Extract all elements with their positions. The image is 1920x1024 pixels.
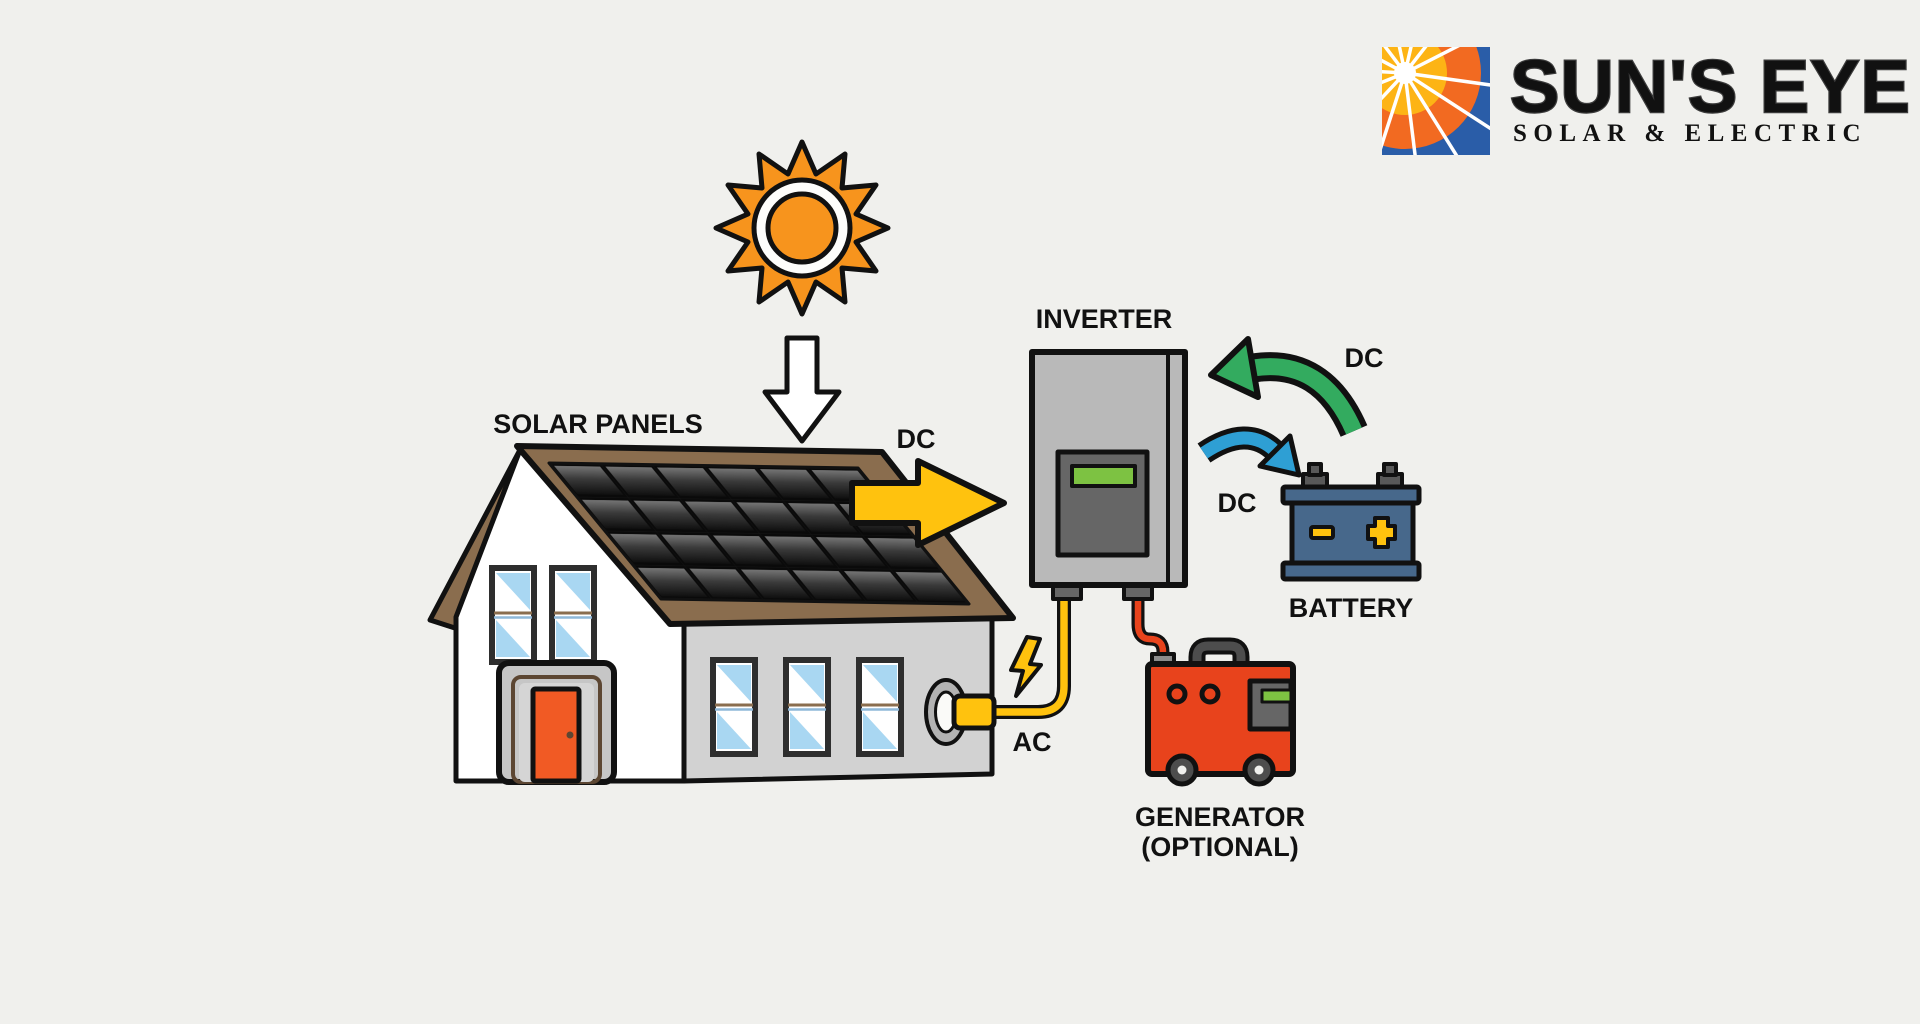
front-window-right [552, 568, 594, 662]
generator-vent-1 [1166, 683, 1188, 705]
front-door [496, 660, 617, 785]
company-logo: SUN'S EYE SOLAR & ELECTRIC [1382, 44, 1911, 155]
door-knob [566, 731, 574, 739]
logo-sunburst-icon [1382, 47, 1490, 155]
blue-arrow-head [1257, 433, 1302, 478]
battery-terminal-left-cap [1307, 462, 1323, 477]
ac-label: AC [1013, 727, 1052, 757]
generator-handle [1192, 641, 1246, 666]
outlet-plug [951, 693, 997, 731]
battery-top-bar [1280, 484, 1422, 506]
front-window-left [492, 568, 534, 662]
battery-minus-symbol [1309, 525, 1335, 540]
battery [1280, 462, 1422, 582]
battery-terminal-right-cap [1382, 462, 1398, 477]
generator-wheel-right-hub [1254, 765, 1264, 775]
generator-wire [1134, 600, 1167, 668]
side-window-3 [859, 660, 901, 754]
generator-label-line2: (OPTIONAL) [1141, 832, 1298, 862]
inverter [1029, 349, 1188, 601]
generator-vent-2 [1199, 683, 1221, 705]
green-arrow-head [1208, 336, 1261, 400]
dc-panels-label: DC [897, 424, 936, 454]
sunlight-arrow-icon [762, 335, 842, 444]
dc-arrow-battery-to-inverter [1208, 336, 1368, 438]
lightning-bolt-icon [1009, 635, 1043, 698]
generator [1145, 637, 1296, 787]
battery-bottom-bar [1280, 560, 1422, 582]
generator-wheel-left-hub [1177, 765, 1187, 775]
generator-panel [1247, 678, 1294, 732]
green-arrow-band [1251, 358, 1362, 435]
ac-wire [990, 600, 1068, 716]
battery-plus-symbol [1366, 516, 1397, 549]
dc-arrow-inverter-to-battery [1197, 426, 1302, 478]
side-window-1 [713, 660, 755, 754]
dc-arrow-panels-to-inverter [849, 458, 1007, 548]
logo-icon-rays [1382, 47, 1490, 155]
generator-label-line1: GENERATOR [1135, 802, 1305, 832]
battery-label: BATTERY [1289, 593, 1414, 623]
logo-icon-eye [1394, 62, 1416, 84]
sun-core [765, 191, 839, 265]
generator-screen [1260, 688, 1293, 704]
door-panel [530, 686, 582, 784]
side-window-2 [786, 660, 828, 754]
solar-panels-label: SOLAR PANELS [493, 409, 703, 439]
logo-tagline: SOLAR & ELECTRIC [1513, 120, 1867, 147]
logo-title: SUN'S EYE [1510, 45, 1911, 128]
inverter-screen [1070, 464, 1137, 488]
inverter-label: INVERTER [1036, 304, 1173, 334]
dc-inverter-to-battery-label: DC [1218, 488, 1257, 518]
dc-battery-to-inverter-label: DC [1345, 343, 1384, 373]
wires [990, 600, 1170, 719]
sun-icon [713, 139, 891, 317]
blue-arrow-band [1200, 431, 1280, 459]
